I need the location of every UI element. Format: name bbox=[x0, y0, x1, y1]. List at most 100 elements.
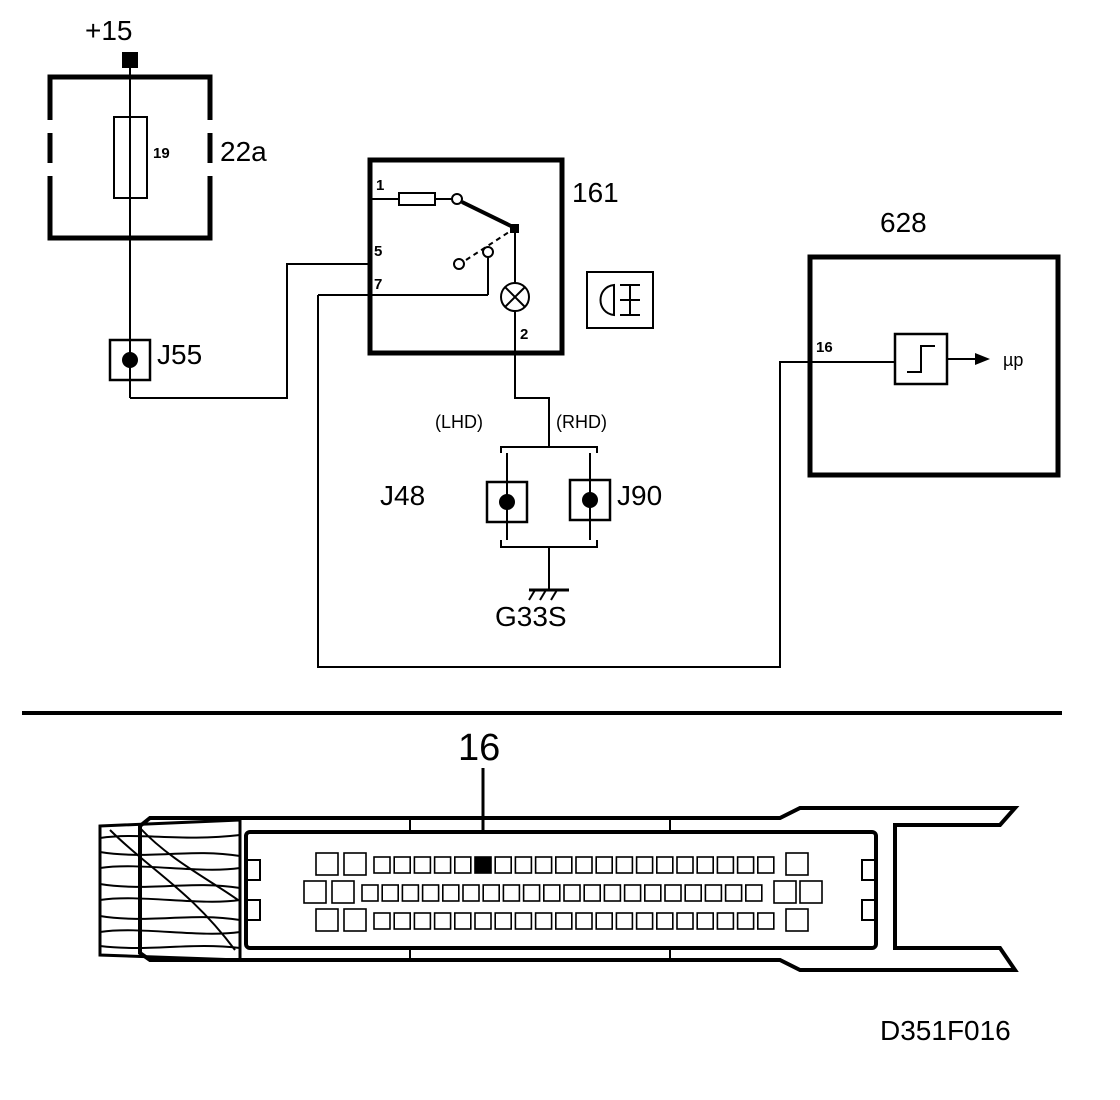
pin-grid bbox=[303, 852, 823, 932]
pin bbox=[736, 912, 755, 930]
connector-housing bbox=[138, 806, 1020, 972]
pin bbox=[756, 856, 775, 874]
pin bbox=[603, 884, 622, 902]
pin bbox=[744, 884, 763, 902]
brace-bottom bbox=[500, 540, 598, 548]
wire-pin2-ground bbox=[514, 353, 550, 447]
ecu-ref: 628 bbox=[880, 207, 927, 238]
pin bbox=[373, 856, 391, 874]
j48-label: J48 bbox=[380, 480, 425, 511]
pin-large bbox=[785, 852, 809, 876]
pin bbox=[462, 884, 480, 902]
connector-view: 16 bbox=[98, 727, 1020, 972]
switch-pin-1: 1 bbox=[376, 177, 384, 194]
pin bbox=[433, 912, 452, 930]
pin-large bbox=[343, 908, 367, 932]
pin bbox=[635, 856, 654, 874]
pin-16-highlighted bbox=[474, 856, 492, 874]
pin bbox=[393, 912, 412, 930]
switch-pin-7: 7 bbox=[374, 276, 382, 293]
pin bbox=[494, 912, 513, 930]
pin bbox=[441, 884, 460, 902]
pin-large bbox=[331, 880, 355, 904]
pin bbox=[595, 856, 614, 874]
pin bbox=[684, 884, 703, 902]
pin bbox=[635, 912, 654, 930]
pin bbox=[583, 884, 602, 902]
supply-terminal: +15 bbox=[85, 15, 138, 68]
pin bbox=[756, 912, 775, 930]
figure-code: D351F016 bbox=[880, 1015, 1011, 1046]
pin bbox=[453, 856, 472, 874]
j55-label: J55 bbox=[157, 339, 202, 370]
pin bbox=[482, 884, 501, 902]
pin bbox=[563, 884, 581, 902]
pin-large bbox=[785, 908, 809, 932]
ground-label: G33S bbox=[495, 601, 567, 632]
pin bbox=[595, 912, 614, 930]
pin bbox=[575, 856, 593, 874]
pin bbox=[413, 912, 432, 930]
pin bbox=[361, 884, 379, 902]
switch-lever bbox=[461, 200, 514, 229]
pin bbox=[575, 912, 593, 930]
headlamp-symbol-icon bbox=[586, 271, 654, 329]
connector-j55: J55 bbox=[108, 338, 202, 382]
pin bbox=[696, 912, 715, 930]
pin bbox=[554, 912, 573, 930]
pin-callout-label: 16 bbox=[458, 727, 500, 769]
wire-pin7-ecu16 bbox=[317, 295, 895, 668]
pin bbox=[522, 884, 541, 902]
pin bbox=[736, 856, 755, 874]
cable-bundle bbox=[98, 818, 242, 962]
pin bbox=[494, 856, 513, 874]
pin bbox=[413, 856, 432, 874]
pin-large bbox=[343, 852, 367, 876]
pin bbox=[474, 912, 492, 930]
pin bbox=[534, 856, 553, 874]
variant-lhd: (LHD) bbox=[435, 412, 483, 432]
fuse-box-ref: 22a bbox=[220, 136, 267, 167]
ecu-pin-16: 16 bbox=[816, 339, 833, 356]
arrow-icon bbox=[975, 353, 990, 365]
switch-ref: 161 bbox=[572, 177, 619, 208]
pin bbox=[381, 884, 400, 902]
pin bbox=[724, 884, 743, 902]
pin bbox=[615, 912, 634, 930]
pin bbox=[554, 856, 573, 874]
lamp-icon bbox=[500, 282, 530, 312]
supply-label: +15 bbox=[85, 15, 133, 46]
variant-rhd: (RHD) bbox=[556, 412, 607, 432]
pin bbox=[676, 856, 694, 874]
pin-large bbox=[773, 880, 797, 904]
pin bbox=[453, 912, 472, 930]
ecu-628: 628 16 µp bbox=[807, 207, 1061, 478]
connector-j90: J90 bbox=[568, 453, 662, 540]
pin-large bbox=[315, 852, 339, 876]
pin bbox=[514, 856, 533, 874]
pin bbox=[655, 856, 674, 874]
brace-top bbox=[500, 446, 598, 453]
pin bbox=[514, 912, 533, 930]
j90-label: J90 bbox=[617, 480, 662, 511]
pin bbox=[696, 856, 715, 874]
pin-large bbox=[303, 880, 327, 904]
pin bbox=[401, 884, 420, 902]
ground-icon bbox=[528, 588, 569, 601]
pin bbox=[704, 884, 723, 902]
pin bbox=[534, 912, 553, 930]
pin bbox=[393, 856, 412, 874]
pin bbox=[433, 856, 452, 874]
pin bbox=[373, 912, 391, 930]
pin-large bbox=[315, 908, 339, 932]
fuse-label: 19 bbox=[153, 145, 170, 162]
switch-pin-5: 5 bbox=[374, 243, 382, 260]
pin bbox=[421, 884, 440, 902]
resistor bbox=[398, 192, 436, 206]
pin bbox=[643, 884, 662, 902]
pin-large bbox=[799, 880, 823, 904]
pin bbox=[615, 856, 634, 874]
pin bbox=[664, 884, 682, 902]
fuse-box-22a: 19 22a bbox=[47, 74, 267, 241]
